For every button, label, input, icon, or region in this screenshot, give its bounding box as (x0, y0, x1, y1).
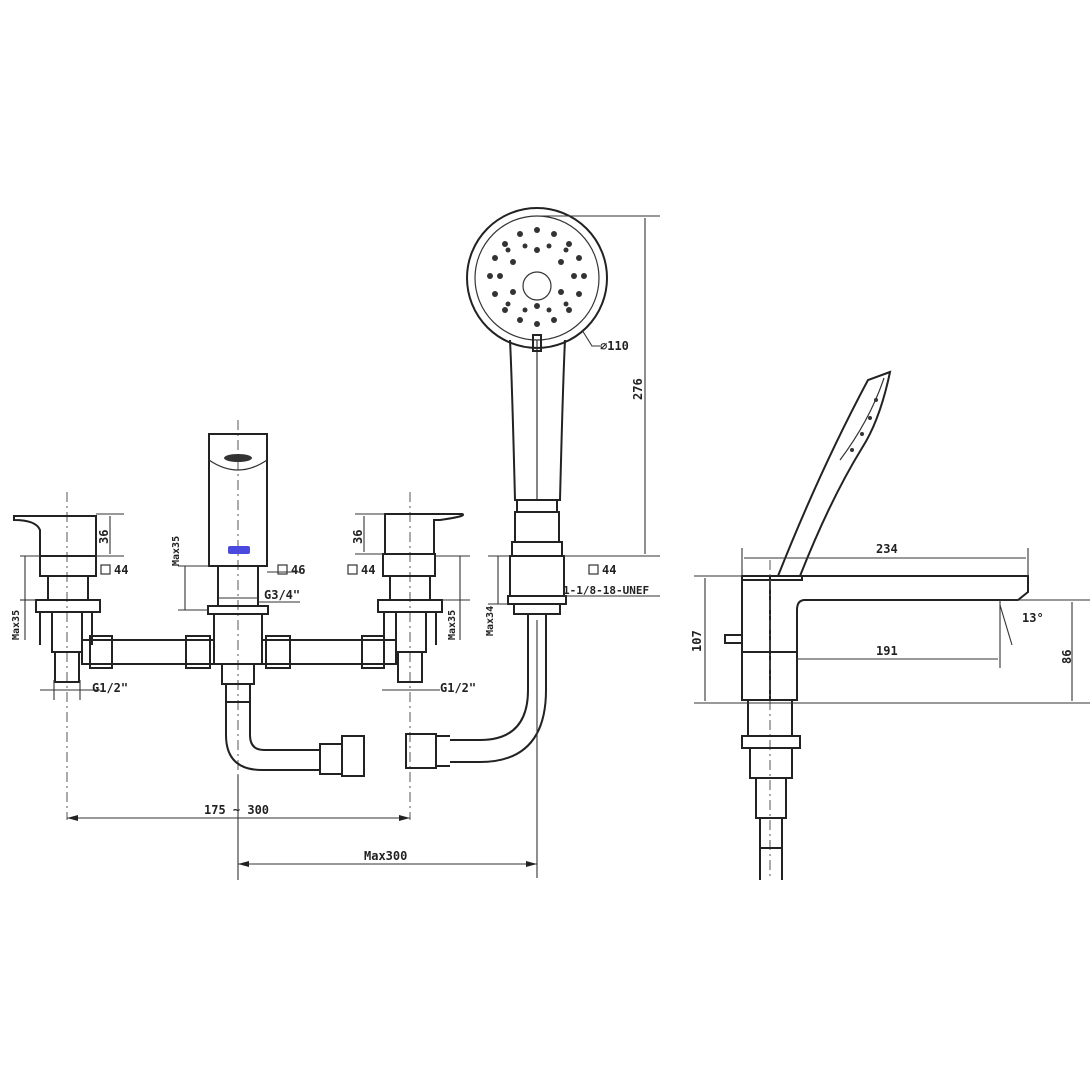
connecting-pipes (81, 635, 397, 880)
left-handle-height-label: 36 (97, 529, 111, 544)
brand-logo (228, 546, 250, 554)
left-handle-square-label: 44 (114, 563, 129, 577)
total-height-label: 107 (690, 630, 704, 652)
left-handle-thread-label: G1/2" (92, 681, 129, 695)
spout-reach-label: 191 (876, 644, 898, 658)
right-handle-square-label: 44 (361, 563, 376, 577)
hand-shower (405, 207, 660, 878)
outlet-height-label: 86 (1060, 649, 1074, 664)
handle-spacing-label: 175 ~ 300 (204, 803, 270, 817)
left-handle-valve (13, 492, 124, 820)
shower-holder-square-label: 44 (602, 563, 617, 577)
outlet-angle-label: 13° (1022, 611, 1044, 625)
spout-square-label: 46 (291, 563, 306, 577)
shower-max-depth-label: Max34 (485, 605, 496, 636)
spout-thread-label: G3/4" (264, 588, 301, 602)
spacing-dimensions (67, 815, 537, 867)
spout-max-depth-label: Max35 (171, 535, 182, 566)
side-view (694, 370, 1090, 880)
shower-diameter-label: ∅110 (600, 339, 629, 353)
shower-height-label: 276 (631, 378, 645, 400)
right-handle-height-label: 36 (351, 529, 365, 544)
right-handle-valve (347, 492, 470, 820)
right-handle-max-depth-label: Max35 (447, 609, 458, 640)
left-handle-max-depth-label: Max35 (11, 609, 22, 640)
spout-length-label: 234 (876, 542, 898, 556)
max-spacing-label: Max300 (364, 849, 408, 863)
shower-holder-thread-label: 1-1/8-18-UNEF (563, 584, 650, 597)
right-handle-thread-label: G1/2" (440, 681, 477, 695)
